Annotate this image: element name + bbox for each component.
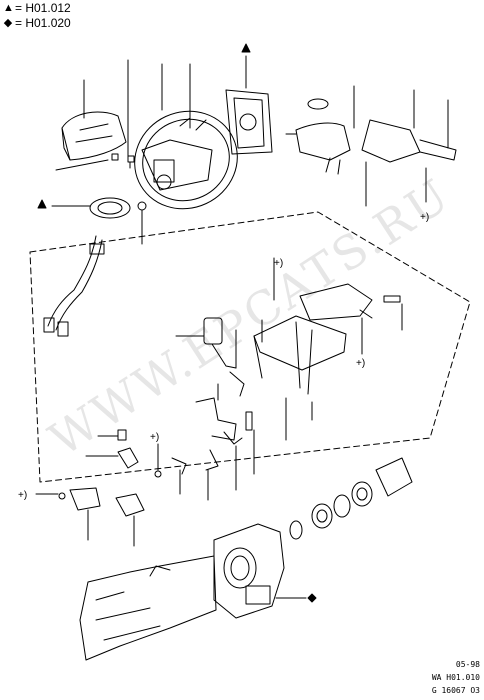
plus-mark-lock: +) (150, 432, 159, 443)
triangle-icon: ▲ (3, 2, 14, 14)
leader-screw-2 (55, 159, 109, 171)
legend: ▲ = H01.012 ◆ = H01.020 (3, 1, 71, 31)
plus-mark-bracket-1: +) (274, 258, 283, 269)
lower-small-parts (58, 487, 145, 517)
bearing-rings (289, 457, 413, 540)
footer-ref: WA H01.010 (431, 673, 480, 682)
steering-column-housing (79, 523, 285, 661)
legend-row-diamond: ◆ = H01.020 (3, 16, 71, 31)
assembly-dashed-outline (29, 211, 471, 483)
triangle-marker-pad (241, 43, 251, 53)
column-shroud (61, 111, 127, 161)
plus-mark-switch: +) (420, 212, 429, 223)
footer-code: G 16067 O3 (431, 686, 480, 695)
clock-spring (89, 197, 131, 219)
support-bracket (253, 315, 347, 395)
upper-bracket (299, 283, 401, 321)
legend-text-diamond: = H01.020 (15, 16, 71, 30)
legend-row-triangle: ▲ = H01.012 (3, 1, 71, 16)
shroud-screws (111, 153, 135, 169)
legend-text-triangle: = H01.012 (15, 1, 71, 15)
footer-date: 05-98 (455, 660, 480, 669)
wiring-harness (43, 235, 105, 337)
steering-wheel (134, 110, 238, 210)
spring-retainer (137, 201, 147, 211)
lock-actuator-parts (117, 429, 187, 478)
diamond-marker-housing (307, 593, 317, 603)
ignition-switch (203, 317, 245, 397)
horn-pad (225, 89, 273, 155)
tilt-lever-linkage (195, 397, 253, 471)
combination-switch (285, 98, 457, 175)
plus-mark-lower: +) (18, 490, 27, 501)
triangle-marker-spring (37, 199, 47, 209)
diamond-icon: ◆ (3, 17, 13, 29)
plus-mark-bracket-2: +) (356, 358, 365, 369)
